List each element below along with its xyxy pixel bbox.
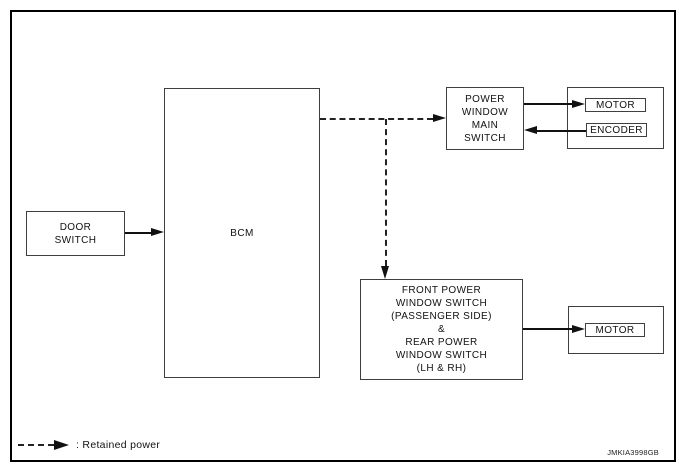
arrowhead-front-rear-switch-to-motor	[572, 324, 585, 333]
node-power-window-main-switch-label: POWER WINDOW MAIN SWITCH	[461, 93, 509, 144]
node-front-rear-power-window-switch-label: FRONT POWER WINDOW SWITCH (PASSENGER SID…	[391, 285, 492, 374]
legend-dashed-line	[18, 444, 54, 446]
node-bcm-label: BCM	[230, 227, 254, 239]
node-bcm: BCM	[164, 88, 320, 378]
arrowhead-main-switch-to-motor	[572, 99, 585, 108]
arrowhead-bcm-to-front-rear-switch	[381, 266, 389, 279]
connector-front-rear-switch-to-motor	[523, 328, 572, 330]
connector-door-switch-to-bcm	[125, 232, 152, 234]
legend-label: : Retained power	[76, 439, 161, 451]
arrowhead-encoder-to-main-switch	[524, 126, 537, 134]
node-power-window-main-switch: POWER WINDOW MAIN SWITCH	[446, 87, 524, 150]
node-encoder-label: ENCODER	[590, 124, 643, 136]
connector-bcm-to-front-rear-switch-dashed	[385, 119, 387, 266]
node-motor-main-label: MOTOR	[595, 99, 636, 111]
arrowhead-bcm-to-main-switch	[433, 114, 446, 122]
arrowhead-door-switch-to-bcm	[151, 228, 164, 236]
node-door-switch-label: DOOR SWITCH	[54, 221, 97, 246]
connector-bcm-to-main-switch-dashed	[320, 118, 433, 120]
connector-main-switch-to-motor	[524, 103, 572, 105]
node-motor-main: MOTOR	[585, 98, 646, 112]
figure-code-watermark: JMKIA3998GB	[607, 448, 659, 457]
node-front-rear-power-window-switch: FRONT POWER WINDOW SWITCH (PASSENGER SID…	[360, 279, 523, 380]
group-motor-encoder	[567, 87, 664, 149]
legend-arrowhead	[54, 440, 69, 450]
node-door-switch: DOOR SWITCH	[26, 211, 125, 256]
node-motor-sub-label: MOTOR	[595, 324, 635, 336]
connector-encoder-to-main-switch	[537, 129, 586, 132]
node-encoder: ENCODER	[586, 123, 647, 137]
node-motor-sub: MOTOR	[585, 323, 645, 337]
